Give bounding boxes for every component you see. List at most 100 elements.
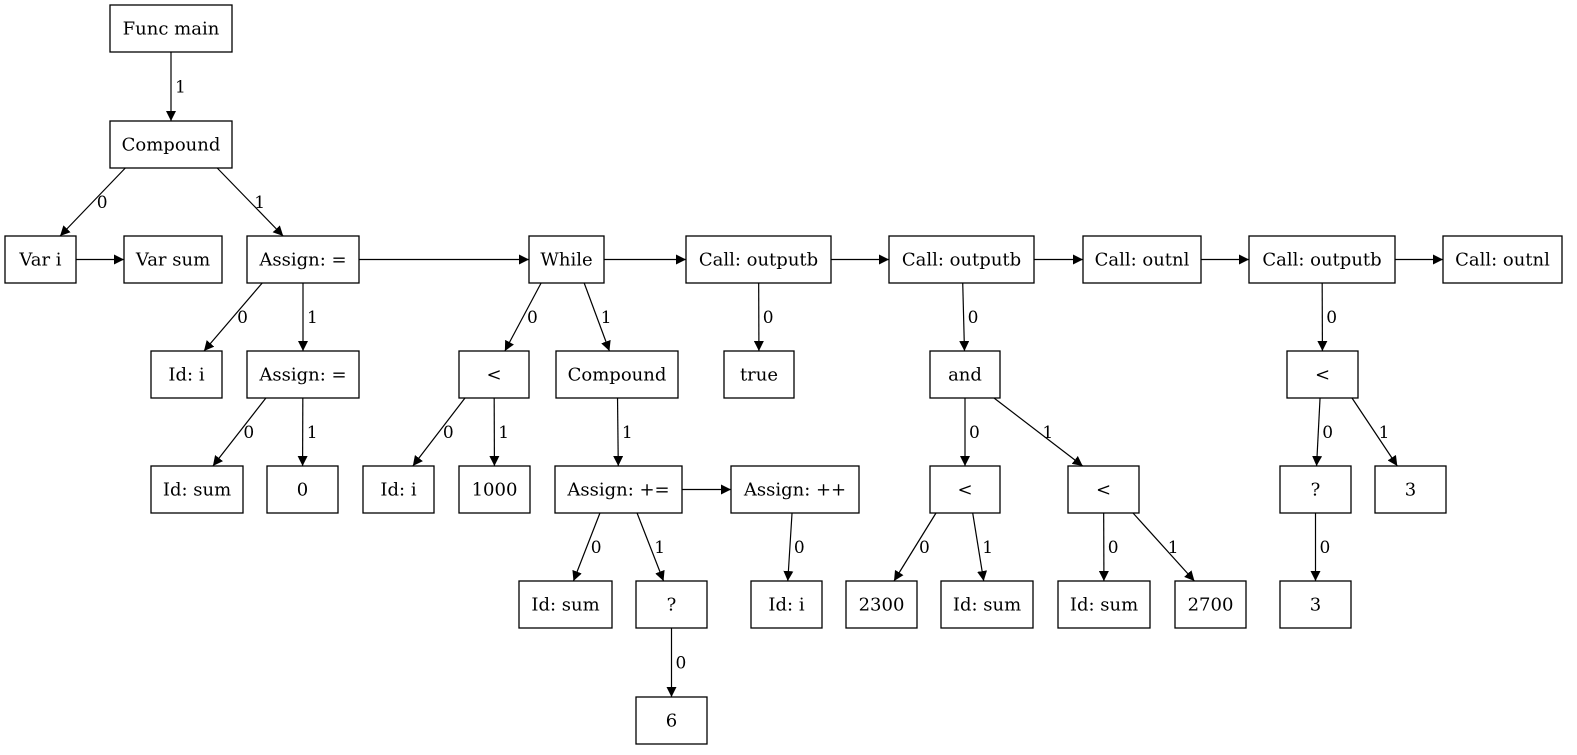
- ast-node-lt2: <: [929, 465, 1001, 514]
- edge-label: 1: [1379, 423, 1390, 443]
- node-label: Compound: [568, 365, 667, 386]
- edge-label: 0: [676, 654, 687, 674]
- edge-arrow: [613, 397, 624, 467]
- node-box: [150, 465, 244, 514]
- ast-node-q1: ?: [635, 580, 708, 629]
- ast-node-six: 6: [635, 696, 708, 745]
- edge-arrow: [212, 397, 267, 467]
- edge-label: 0: [969, 423, 980, 443]
- ast-node-and: and: [929, 350, 1001, 399]
- ast-node-compound2: Compound: [555, 350, 679, 399]
- node-box: [1374, 465, 1447, 514]
- node-box: [685, 235, 832, 284]
- ast-node-var-i: Var i: [4, 235, 77, 284]
- node-box: [1442, 235, 1563, 284]
- node-box: [940, 580, 1034, 629]
- ast-node-true: true: [723, 350, 795, 399]
- node-box: [1082, 235, 1202, 284]
- edge-arrow: [1351, 397, 1398, 467]
- node-box: [635, 696, 708, 745]
- edge-label: 1: [254, 193, 265, 213]
- edge-label: 0: [763, 308, 774, 328]
- edge-label: 0: [243, 423, 254, 443]
- node-label: Call: outnl: [1455, 250, 1550, 271]
- edge-label: 0: [237, 308, 248, 328]
- node-label: 3: [1310, 595, 1321, 616]
- node-box: [750, 580, 823, 629]
- ast-node-id-sum-2: Id: sum: [518, 580, 613, 629]
- node-box: [518, 580, 613, 629]
- node-label: Assign: +=: [566, 480, 669, 501]
- node-box: [458, 465, 531, 514]
- ast-node-call-outputb2: Call: outputb: [888, 235, 1035, 284]
- ast-node-lt1: <: [458, 350, 530, 399]
- node-box: [845, 580, 918, 629]
- node-label: ?: [667, 595, 677, 616]
- ast-node-three-a: 3: [1279, 580, 1352, 629]
- node-label: <: [1315, 365, 1330, 386]
- node-label: Func main: [123, 19, 220, 40]
- node-label: Id: i: [380, 480, 416, 501]
- edge-arrow: [59, 167, 126, 237]
- node-label: ?: [1311, 480, 1321, 501]
- node-label: Id: i: [768, 595, 804, 616]
- node-label: and: [948, 365, 982, 386]
- node-label: Var sum: [135, 250, 210, 271]
- ast-node-lt3: <: [1067, 465, 1140, 514]
- edge-arrow: [572, 512, 601, 582]
- node-label: Assign: =: [258, 365, 346, 386]
- edge-label: 0: [527, 308, 538, 328]
- ast-node-assign2: Assign: =: [246, 350, 360, 399]
- node-box: [362, 465, 435, 514]
- edge-arrow: [412, 397, 466, 467]
- edge-label: 0: [1322, 423, 1333, 443]
- edge-label: 1: [1168, 538, 1179, 558]
- node-box: [458, 350, 530, 399]
- node-label: Call: outputb: [699, 250, 818, 271]
- node-box: [109, 4, 233, 53]
- ast-node-id-sum-4: Id: sum: [1057, 580, 1151, 629]
- node-box: [150, 350, 223, 399]
- node-label: Id: sum: [953, 595, 1021, 616]
- ast-node-call-outputb1: Call: outputb: [685, 235, 832, 284]
- edge-label: 1: [307, 308, 318, 328]
- ast-node-lt4: <: [1286, 350, 1359, 399]
- node-label: Assign: =: [258, 250, 346, 271]
- edge-arrow: [216, 167, 284, 237]
- edge-arrow: [504, 282, 542, 352]
- node-box: [1279, 465, 1352, 514]
- node-box: [554, 465, 683, 514]
- edge-label: 0: [1108, 538, 1119, 558]
- ast-node-compound1: Compound: [109, 120, 233, 169]
- ast-node-func-main: Func main: [109, 4, 233, 53]
- ast-node-n2300: 2300: [845, 580, 918, 629]
- node-box: [1286, 350, 1359, 399]
- node-label: 3: [1405, 480, 1416, 501]
- node-box: [266, 465, 339, 514]
- node-box: [4, 235, 77, 284]
- node-label: Id: sum: [531, 595, 599, 616]
- ast-node-n1000: 1000: [458, 465, 531, 514]
- ast-node-n2700: 2700: [1174, 580, 1247, 629]
- ast-node-id-i-3: Id: i: [750, 580, 823, 629]
- ast-node-call-outputb3: Call: outputb: [1248, 235, 1396, 284]
- ast-node-assign1: Assign: =: [246, 235, 360, 284]
- edge-arrow: [636, 512, 665, 582]
- edge-label: 0: [1320, 538, 1331, 558]
- edge-arrow: [1312, 397, 1323, 467]
- edge-label: 0: [794, 538, 805, 558]
- edge-label: 0: [97, 193, 108, 213]
- node-label: 1000: [472, 480, 518, 501]
- ast-node-assign-incr: Assign: ++: [730, 465, 860, 514]
- node-label: Call: outputb: [1262, 250, 1381, 271]
- node-label: Call: outputb: [902, 250, 1021, 271]
- node-box: [888, 235, 1035, 284]
- edge-label: 0: [1326, 308, 1337, 328]
- edge-label: 1: [654, 538, 665, 558]
- node-label: true: [740, 365, 778, 386]
- node-label: While: [540, 250, 592, 271]
- edge-label: 0: [443, 423, 454, 443]
- ast-node-id-sum-3: Id: sum: [940, 580, 1034, 629]
